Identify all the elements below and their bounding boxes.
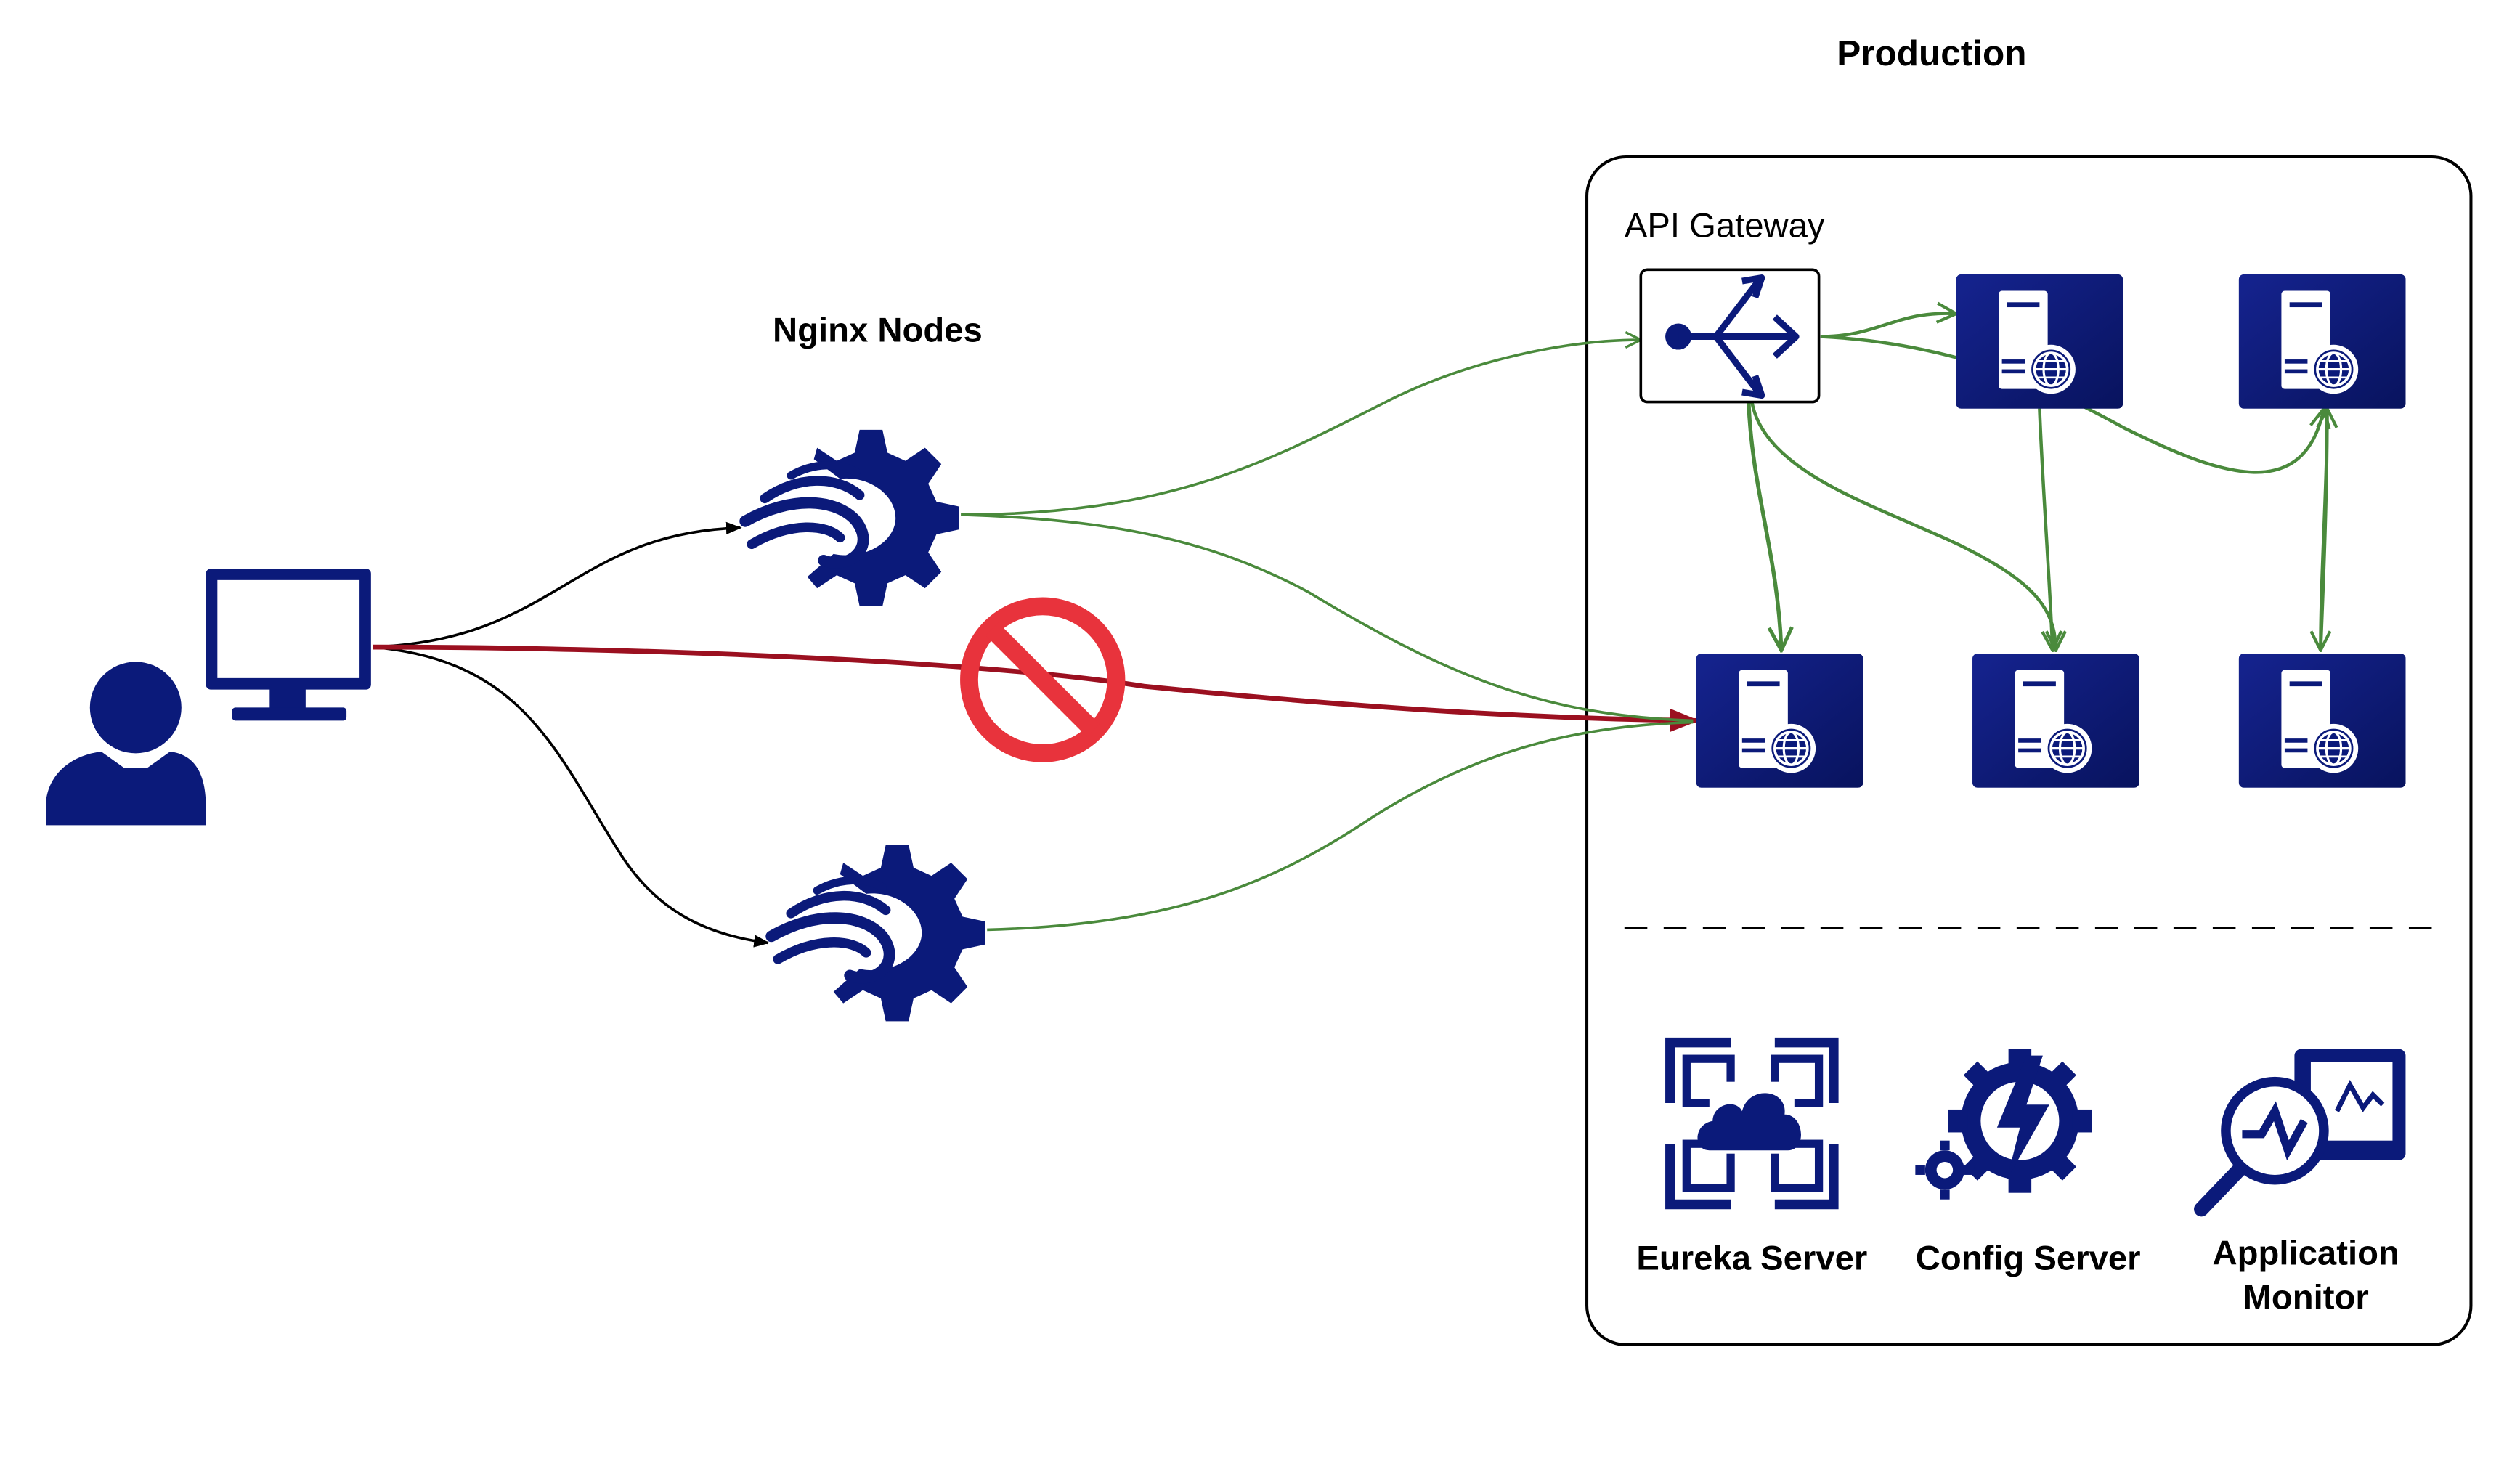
application-monitor-label-1: Application: [2213, 1234, 2399, 1273]
monitor-icon: [206, 569, 371, 721]
eureka-server-label: Eureka Server: [1636, 1239, 1867, 1277]
flow-gateway-to-top-service-1: [1820, 314, 1956, 338]
flow-gateway-to-bottom-service-1: [1747, 402, 1781, 651]
flow-client-to-nginx-2: [372, 646, 770, 948]
production-title: Production: [1837, 33, 2026, 73]
config-server-label: Config Server: [1916, 1239, 2141, 1277]
monitor-analytics-icon: [2194, 1049, 2406, 1217]
flow-nginx2-to-service: [987, 720, 1694, 932]
user-icon: [46, 662, 206, 826]
flow-top-service-1-to-bottom-service-2: [2038, 408, 2052, 651]
production-container: [1585, 155, 2473, 1347]
flow-nginx1-to-gateway: [961, 340, 1641, 516]
config-gear-icon: [1915, 1049, 2092, 1200]
flow-top-service-2-from-bottom: [2320, 409, 2327, 651]
web-server-top-2: [2237, 273, 2407, 410]
web-server-bottom-1: [1695, 652, 1865, 789]
web-server-bottom-2: [1971, 652, 2141, 789]
flow-nginx1-to-service: [961, 513, 1694, 723]
api-gateway-label: API Gateway: [1625, 206, 1825, 245]
forbidden-icon: [960, 597, 1126, 762]
api-gateway-icon: [1639, 268, 1821, 404]
nginx-node-1: [745, 430, 959, 606]
flow-gateway-to-top-service-2: [1820, 335, 2324, 474]
nginx-node-2: [771, 845, 985, 1021]
flow-gateway-to-bottom-service-2: [1750, 402, 2056, 651]
web-server-top-1: [1954, 273, 2124, 410]
nginx-nodes-title: Nginx Nodes: [773, 311, 983, 349]
application-monitor-label-2: Monitor: [2243, 1278, 2369, 1317]
web-server-bottom-3: [2237, 652, 2407, 789]
flow-client-to-nginx-1: [373, 521, 742, 648]
eureka-cloud-icon: [1665, 1037, 1839, 1210]
